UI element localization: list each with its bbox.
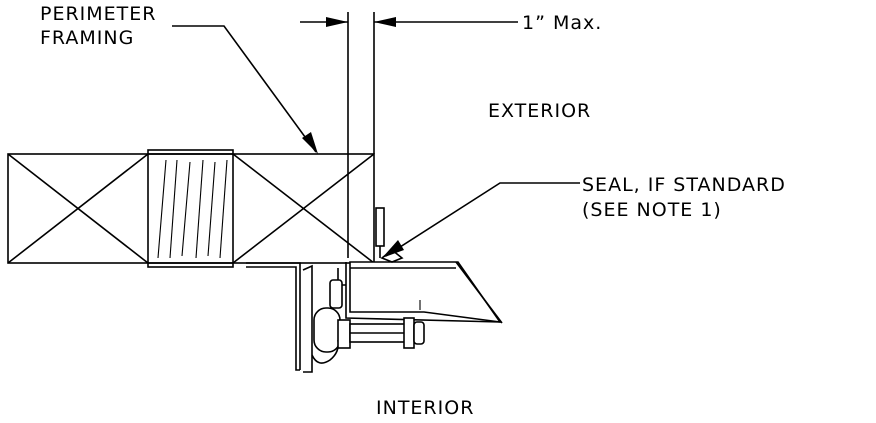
dimension-label: 1” Max. [522,12,602,34]
seal-bracket [375,207,385,247]
dimension-arrow-right [374,17,396,27]
panel-body [349,261,502,324]
dimension-arrow-left [326,17,348,27]
shim-grain [157,159,228,259]
angle-clip [246,262,301,370]
perimeter-leader [172,25,317,153]
seal-leader [385,182,580,257]
perimeter-framing [7,149,375,268]
perimeter-framing-label-line2: FRAMING [40,27,134,49]
exterior-label: EXTERIOR [488,100,591,122]
bolt-end [413,321,425,345]
oval-clip [313,307,341,353]
shim-bottom-cap [147,262,234,268]
bolt-head [337,319,351,349]
leaders [172,25,580,258]
bolt-nut [403,317,415,349]
perimeter-leader-arrow [302,132,318,154]
perimeter-framing-label-line1: PERIMETER [40,3,156,25]
angle-clip-assembly [246,262,501,373]
framing-outline [7,153,375,264]
framing-cross-left-b [7,153,149,264]
panel-cut-edge [455,261,503,324]
fastener-head-upper [329,279,343,309]
shim-top-cap [147,149,234,155]
framing-cross-right-b [232,153,375,264]
seal-label-line2: (SEE NOTE 1) [582,199,722,221]
glazing-unit [349,207,503,324]
dimension-lines [300,12,518,258]
interior-label: INTERIOR [376,397,474,419]
seal-label-line1: SEAL, IF STANDARD [582,174,786,196]
seal-leader-arrow [382,240,404,258]
